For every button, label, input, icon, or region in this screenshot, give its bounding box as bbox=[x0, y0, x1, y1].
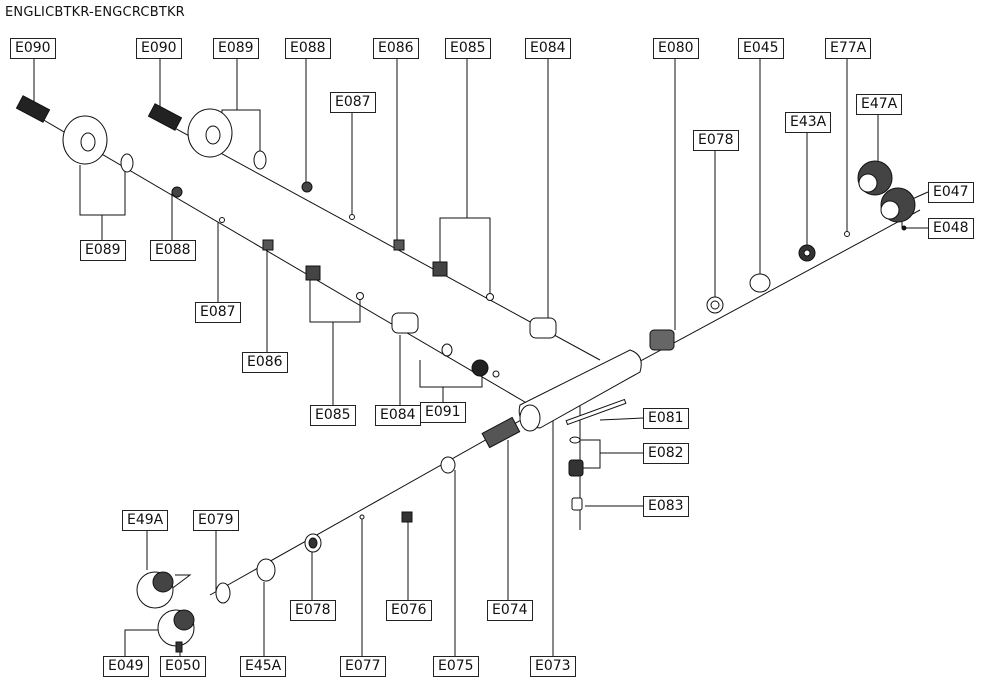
part-label: E45A bbox=[240, 656, 287, 677]
part-label: E087 bbox=[330, 92, 376, 113]
part-e080 bbox=[649, 329, 675, 351]
part-e081-pin bbox=[565, 398, 627, 426]
part-label: E047 bbox=[928, 182, 974, 203]
part-label: E048 bbox=[928, 218, 974, 239]
part-label: E083 bbox=[643, 496, 689, 517]
part-label: E078 bbox=[290, 600, 336, 621]
part-label: E77A bbox=[825, 38, 872, 59]
part-label: E086 bbox=[242, 352, 288, 373]
part-label: E084 bbox=[525, 38, 571, 59]
part-label: E43A bbox=[785, 112, 832, 133]
part-label: E079 bbox=[193, 510, 239, 531]
part-label: E084 bbox=[375, 405, 421, 426]
part-label: E089 bbox=[80, 240, 126, 261]
part-label: E075 bbox=[433, 656, 479, 677]
part-label: E074 bbox=[487, 600, 533, 621]
part-label: E086 bbox=[373, 38, 419, 59]
part-e084-b bbox=[529, 317, 557, 339]
part-label: E082 bbox=[643, 443, 689, 464]
part-label: E045 bbox=[738, 38, 784, 59]
part-e084-a bbox=[391, 312, 419, 334]
part-label: E080 bbox=[653, 38, 699, 59]
part-label: E078 bbox=[693, 130, 739, 151]
part-label: E47A bbox=[856, 94, 903, 115]
part-label: E081 bbox=[643, 408, 689, 429]
part-label: E089 bbox=[213, 38, 259, 59]
part-label: E085 bbox=[310, 405, 356, 426]
part-e090-a bbox=[15, 95, 51, 123]
part-label: E049 bbox=[103, 656, 149, 677]
part-label: E088 bbox=[285, 38, 331, 59]
diagram-title: ENGLICBTKR-ENGCRCBTKR bbox=[5, 5, 185, 20]
part-label: E088 bbox=[150, 240, 196, 261]
part-label: E085 bbox=[445, 38, 491, 59]
part-label: E073 bbox=[530, 656, 576, 677]
part-label: E090 bbox=[10, 38, 56, 59]
part-label: E077 bbox=[340, 656, 386, 677]
part-label: E076 bbox=[386, 600, 432, 621]
part-e074 bbox=[481, 416, 521, 449]
part-label: E49A bbox=[122, 510, 169, 531]
leader-lines bbox=[33, 58, 929, 656]
part-label: E087 bbox=[195, 302, 241, 323]
part-label: E050 bbox=[160, 656, 206, 677]
part-e090-b bbox=[147, 103, 183, 131]
part-label: E091 bbox=[420, 402, 466, 423]
parts bbox=[15, 95, 916, 653]
part-label: E090 bbox=[136, 38, 182, 59]
